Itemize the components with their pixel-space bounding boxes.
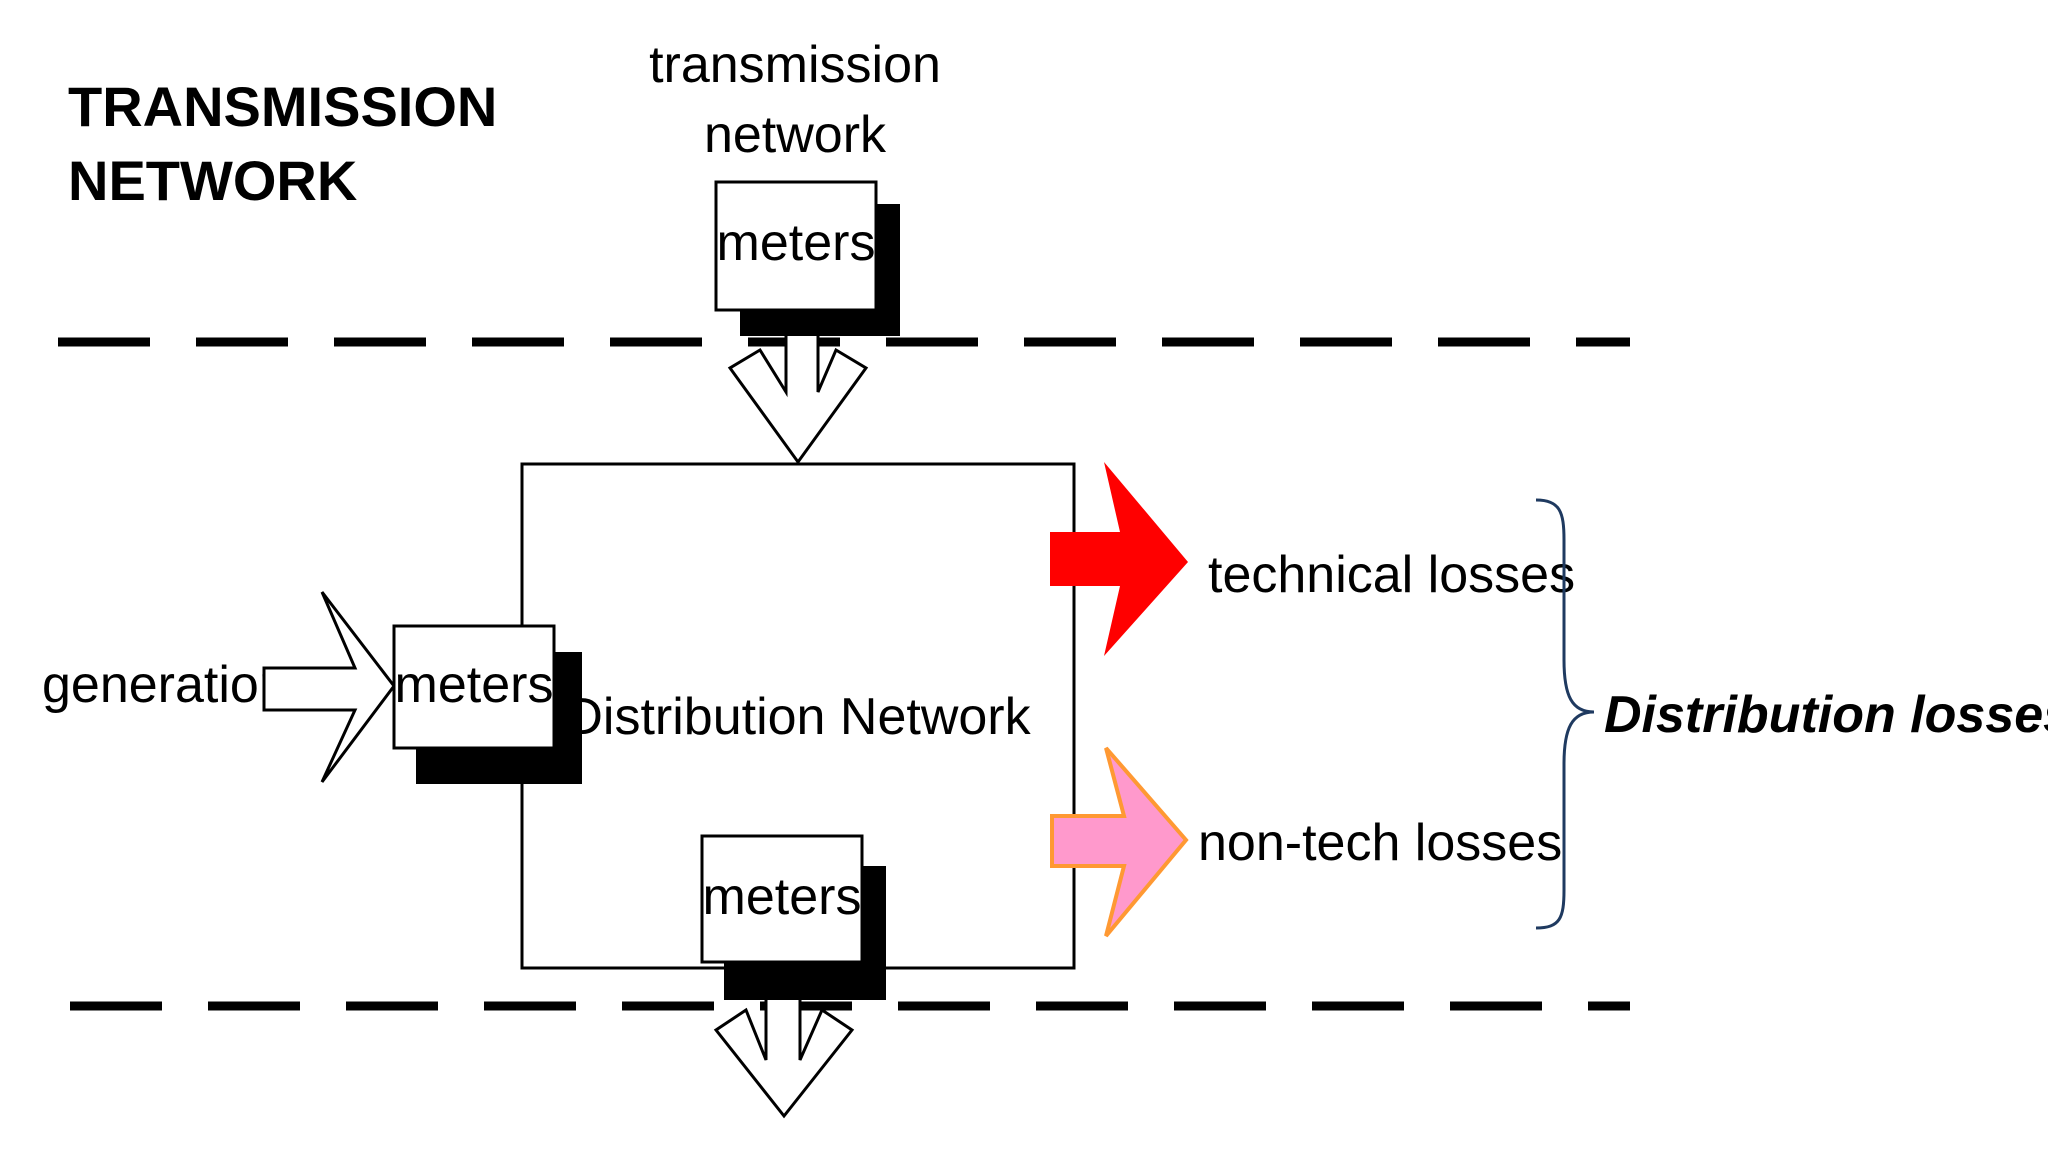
- technical-losses-label: technical losses: [1208, 546, 1575, 604]
- distribution-losses-brace: [1535, 498, 1595, 930]
- left-meters-box: [392, 624, 556, 750]
- non-tech-losses-label: non-tech losses: [1198, 814, 1562, 872]
- bottom-meters-label: meters: [703, 868, 862, 926]
- left-meters: meters: [392, 624, 582, 784]
- top-meters-box: [714, 180, 878, 312]
- bottom-meters-box: [700, 834, 864, 964]
- incoming-top-arrow: [727, 298, 869, 465]
- generation-label: generation: [42, 656, 288, 714]
- top-meters: meters: [714, 180, 900, 336]
- top-meters-label: meters: [717, 214, 876, 272]
- distribution-losses-label: Distribution losses: [1604, 686, 2048, 744]
- section-heading-line1: TRANSMISSION: [68, 75, 497, 138]
- left-meters-label: meters: [395, 656, 554, 714]
- transmission-network-label-line2: network: [704, 106, 887, 164]
- section-heading-line2: NETWORK: [68, 149, 357, 212]
- transmission-network-label-line1: transmission: [649, 36, 941, 94]
- generation-arrow: [262, 591, 396, 783]
- bottom-meters: meters: [700, 834, 886, 1000]
- distribution-network-label: Distribution Network: [565, 688, 1031, 746]
- technical-losses-arrow: [1050, 462, 1188, 656]
- non-tech-losses-arrow: [1050, 746, 1189, 938]
- outgoing-bottom-arrow: [713, 956, 855, 1119]
